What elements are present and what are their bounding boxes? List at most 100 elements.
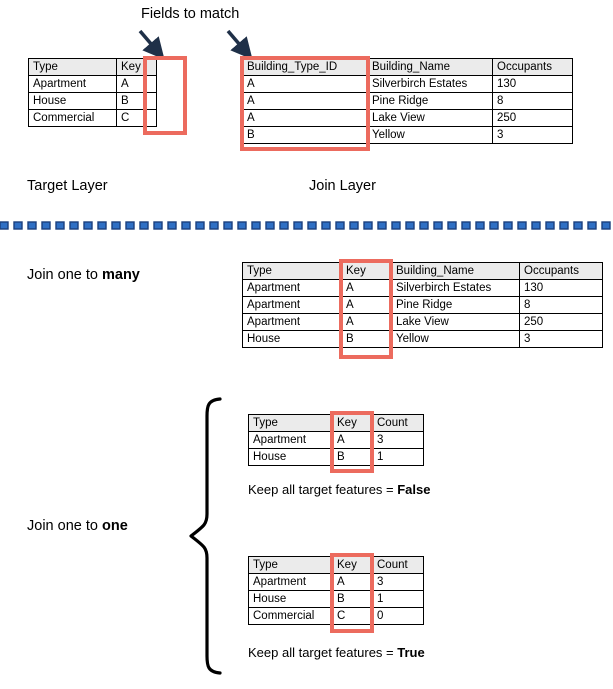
cell: 130 xyxy=(492,75,573,93)
column-header: Type xyxy=(248,414,333,432)
one-to-one-false-table-wrapper: Type Key Count Apartment A 3 House B 1 xyxy=(248,411,424,473)
cell: A xyxy=(341,296,392,314)
table-row: Apartment A xyxy=(28,75,157,93)
cell: A xyxy=(332,431,373,449)
cell: B xyxy=(116,92,157,110)
cell: Apartment xyxy=(242,313,342,331)
column-header: Building_Type_ID xyxy=(242,58,368,76)
cell: A xyxy=(332,573,373,591)
table-row: Apartment A Silverbirch Estates 130 xyxy=(242,279,603,297)
cell: Apartment xyxy=(248,573,333,591)
keep-all-target-features-false-label: Keep all target features = False xyxy=(248,482,430,498)
one-to-many-table-wrapper: Type Key Building_Name Occupants Apartme… xyxy=(242,259,603,359)
table-row: Commercial C xyxy=(28,109,157,127)
cell: 130 xyxy=(519,279,603,297)
table-header-row: Building_Type_ID Building_Name Occupants xyxy=(242,58,573,76)
cell: Pine Ridge xyxy=(367,92,493,110)
cell: Silverbirch Estates xyxy=(367,75,493,93)
table-row: Apartment A 3 xyxy=(248,573,424,591)
cell: C xyxy=(116,109,157,127)
table-header-row: Type Key xyxy=(28,58,157,76)
table-row: Apartment A 3 xyxy=(248,431,424,449)
table-row: Apartment A Pine Ridge 8 xyxy=(242,296,603,314)
table-row: A Lake View 250 xyxy=(242,109,573,127)
cell: Yellow xyxy=(391,330,520,348)
column-header: Type xyxy=(248,556,333,574)
table-header-row: Type Key Count xyxy=(248,414,424,432)
decorative-dashed-divider-icon xyxy=(0,221,611,230)
cell: 8 xyxy=(519,296,603,314)
cell: Lake View xyxy=(391,313,520,331)
arrow-down-right-icon-left xyxy=(138,29,165,60)
cell: Apartment xyxy=(248,431,333,449)
cell: Commercial xyxy=(248,607,333,625)
cell: Silverbirch Estates xyxy=(391,279,520,297)
table-row: House B Yellow 3 xyxy=(242,330,603,348)
cell: 8 xyxy=(492,92,573,110)
table-row: House B 1 xyxy=(248,590,424,608)
cell: Commercial xyxy=(28,109,117,127)
cell: Lake View xyxy=(367,109,493,127)
cell: B xyxy=(332,448,373,466)
column-header: Key xyxy=(332,414,373,432)
column-header: Occupants xyxy=(519,262,603,280)
target-layer-caption: Target Layer xyxy=(27,178,108,194)
cell: House xyxy=(248,448,333,466)
target-layer-table-wrapper: Type Key Apartment A House B Commercial … xyxy=(28,56,187,135)
cell: 3 xyxy=(372,573,424,591)
column-header: Building_Name xyxy=(391,262,520,280)
join-layer-table-wrapper: Building_Type_ID Building_Name Occupants… xyxy=(240,56,573,151)
cell: Apartment xyxy=(242,296,342,314)
column-header: Key xyxy=(332,556,373,574)
keep-all-target-features-true-label: Keep all target features = True xyxy=(248,645,425,661)
table-row: Commercial C 0 xyxy=(248,607,424,625)
table-header-row: Type Key Building_Name Occupants xyxy=(242,262,603,280)
cell: A xyxy=(116,75,157,93)
table-row: B Yellow 3 xyxy=(242,126,573,144)
cell: B xyxy=(332,590,373,608)
keep-false-value: False xyxy=(397,482,431,497)
target-layer-table: Type Key Apartment A House B Commercial … xyxy=(28,58,157,127)
cell: Apartment xyxy=(242,279,342,297)
one-to-one-false-table: Type Key Count Apartment A 3 House B 1 xyxy=(248,414,424,466)
cell: A xyxy=(242,92,368,110)
column-header: Building_Name xyxy=(367,58,493,76)
join-layer-table: Building_Type_ID Building_Name Occupants… xyxy=(242,58,573,144)
column-header: Key xyxy=(116,58,157,76)
fields-to-match-label: Fields to match xyxy=(141,6,240,22)
join-one-to-one-label-bold: one xyxy=(101,518,128,534)
cell: Apartment xyxy=(28,75,117,93)
cell: A xyxy=(242,75,368,93)
cell: 1 xyxy=(372,590,424,608)
column-header: Occupants xyxy=(492,58,573,76)
column-header: Type xyxy=(28,58,117,76)
one-to-one-true-table-wrapper: Type Key Count Apartment A 3 House B 1 C… xyxy=(248,553,424,633)
cell: A xyxy=(242,109,368,127)
table-row: Apartment A Lake View 250 xyxy=(242,313,603,331)
curly-brace-icon xyxy=(189,397,222,675)
join-one-to-many-label: Join one to many xyxy=(27,267,140,284)
cell: C xyxy=(332,607,373,625)
cell: 3 xyxy=(492,126,573,144)
cell: House xyxy=(28,92,117,110)
cell: B xyxy=(242,126,368,144)
table-row: House B 1 xyxy=(248,448,424,466)
table-header-row: Type Key Count xyxy=(248,556,424,574)
column-header: Key xyxy=(341,262,392,280)
keep-false-prefix: Keep all target features = xyxy=(248,482,398,497)
cell: House xyxy=(242,330,342,348)
join-one-to-one-label-prefix: Join one to xyxy=(27,518,102,534)
one-to-one-true-table: Type Key Count Apartment A 3 House B 1 C… xyxy=(248,556,424,625)
cell: 1 xyxy=(372,448,424,466)
cell: Yellow xyxy=(367,126,493,144)
keep-true-value: True xyxy=(397,645,425,660)
column-header: Count xyxy=(372,556,424,574)
column-header: Type xyxy=(242,262,342,280)
cell: 3 xyxy=(372,431,424,449)
column-header: Count xyxy=(372,414,424,432)
one-to-many-table: Type Key Building_Name Occupants Apartme… xyxy=(242,262,603,348)
keep-true-prefix: Keep all target features = xyxy=(248,645,398,660)
join-one-to-one-label: Join one to one xyxy=(27,518,128,535)
table-row: A Pine Ridge 8 xyxy=(242,92,573,110)
cell: House xyxy=(248,590,333,608)
